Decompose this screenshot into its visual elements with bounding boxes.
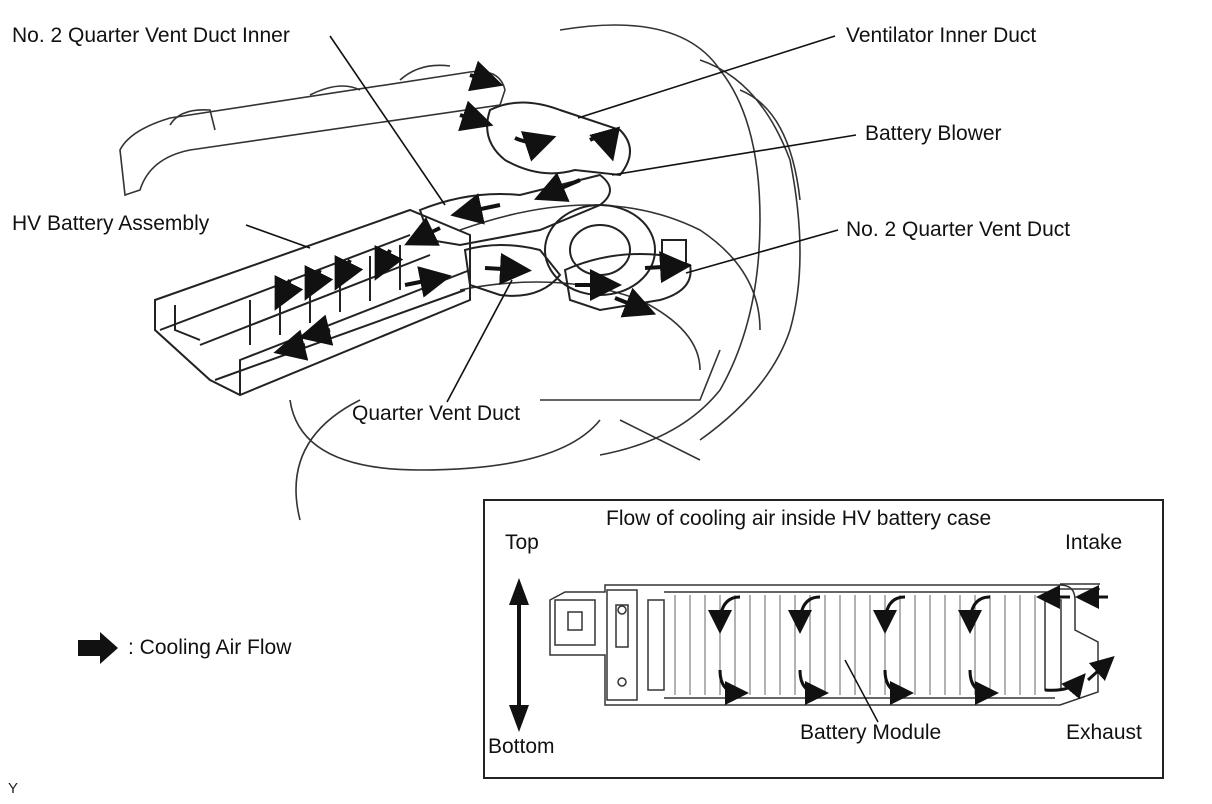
- inset-label-exhaust: Exhaust: [1066, 721, 1142, 744]
- label-quarter-vent-duct: Quarter Vent Duct: [352, 402, 521, 425]
- figure-code: Y: [8, 780, 19, 797]
- inset-drawing: [509, 578, 1100, 732]
- hv-battery-assembly-outline: [154, 208, 471, 397]
- label-hv-battery-assembly: HV Battery Assembly: [12, 212, 210, 235]
- inset-panel: Flow of cooling air inside HV battery ca…: [483, 499, 1164, 779]
- inset-label-bottom: Bottom: [488, 735, 555, 758]
- label-no2-quarter-vent-duct-inner: No. 2 Quarter Vent Duct Inner: [12, 24, 290, 47]
- arrow-right-icon: [78, 632, 118, 664]
- vehicle-body-outline: [119, 24, 801, 521]
- label-no2-quarter-vent-duct: No. 2 Quarter Vent Duct: [846, 218, 1071, 241]
- label-battery-blower: Battery Blower: [865, 122, 1002, 145]
- leader-lines: [245, 35, 857, 403]
- inset-label-top: Top: [505, 531, 539, 554]
- label-ventilator-inner-duct: Ventilator Inner Duct: [846, 24, 1037, 47]
- inset-label-intake: Intake: [1065, 531, 1123, 554]
- inset-title: Flow of cooling air inside HV battery ca…: [606, 507, 992, 530]
- inset-flow-arrows: [708, 585, 1115, 705]
- legend-text: : Cooling Air Flow: [128, 636, 292, 659]
- cooling-air-arrows: [273, 60, 692, 361]
- inset-label-battery-module: Battery Module: [800, 721, 942, 744]
- battery-module-leader: [844, 659, 879, 723]
